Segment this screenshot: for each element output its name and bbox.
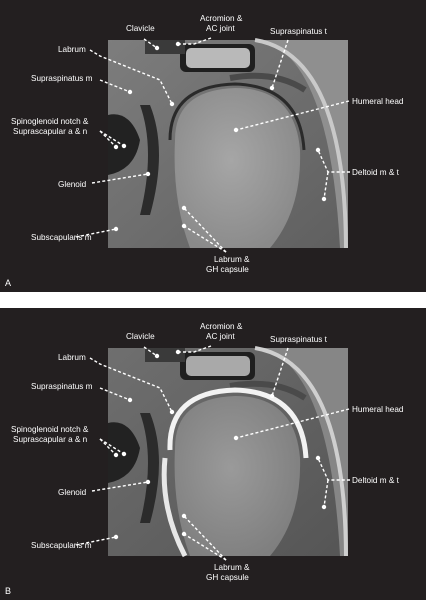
label-deltoid: Deltoid m & t bbox=[352, 168, 400, 177]
panel-letter-a: A bbox=[5, 278, 11, 288]
label-labrum-gh-line1: Labrum & bbox=[214, 563, 250, 572]
label-deltoid: Deltoid m & t bbox=[352, 476, 400, 485]
label-acromion-line2: AC joint bbox=[206, 332, 235, 341]
label-glenoid: Glenoid bbox=[58, 488, 87, 497]
humeral-head-shape bbox=[174, 396, 301, 556]
glenoid-shape bbox=[140, 413, 159, 523]
contrast-capsule bbox=[167, 387, 309, 459]
humeral-head-shape bbox=[174, 88, 301, 248]
label-spinoglenoid-line2: Suprascapular a & n bbox=[13, 435, 88, 444]
label-supraspinatus-t: Supraspinatus t bbox=[270, 27, 328, 36]
label-humeral-head: Humeral head bbox=[352, 97, 404, 106]
label-labrum-gh-line2: GH capsule bbox=[206, 573, 249, 582]
clavicle-shape bbox=[145, 40, 185, 54]
mri-panel-b: Clavicle Acromion & AC joint Supraspinat… bbox=[0, 308, 426, 600]
label-labrum-gh-line2: GH capsule bbox=[206, 265, 249, 274]
label-labrum-gh-line1: Labrum & bbox=[214, 255, 250, 264]
subcutaneous-stripe bbox=[254, 346, 348, 557]
label-supraspinatus-t: Supraspinatus t bbox=[270, 335, 328, 344]
label-supraspinatus-m: Supraspinatus m bbox=[31, 382, 93, 391]
label-spinoglenoid-line1: Spinoglenoid notch & bbox=[11, 117, 89, 126]
mri-panel-a: Clavicle Acromion & AC joint Supraspinat… bbox=[0, 0, 426, 292]
tendon-shape bbox=[229, 380, 307, 401]
acromion-marrow bbox=[186, 356, 250, 376]
label-acromion-line2: AC joint bbox=[206, 24, 235, 33]
label-spinoglenoid-line2: Suprascapular a & n bbox=[13, 127, 88, 136]
label-glenoid: Glenoid bbox=[58, 180, 87, 189]
subcutaneous-stripe bbox=[254, 38, 348, 249]
label-subscapularis: Subscapularis m bbox=[31, 233, 92, 242]
mri-figure-b: Clavicle Acromion & AC joint Supraspinat… bbox=[5, 322, 404, 596]
label-spinoglenoid-line1: Spinoglenoid notch & bbox=[11, 425, 89, 434]
deltoid-region bbox=[262, 348, 348, 556]
deltoid-region bbox=[262, 40, 348, 248]
contrast-capsule-lower bbox=[161, 457, 188, 558]
glenoid-shape bbox=[140, 105, 159, 215]
label-subscapularis: Subscapularis m bbox=[31, 541, 92, 550]
leader-lines-a bbox=[75, 37, 350, 253]
label-labrum-top: Labrum bbox=[58, 45, 86, 54]
mri-figure-a: Clavicle Acromion & AC joint Supraspinat… bbox=[5, 14, 404, 288]
cortex-line bbox=[168, 82, 306, 151]
label-acromion-line1: Acromion & bbox=[200, 14, 243, 23]
tendon-shape bbox=[229, 72, 307, 93]
label-clavicle: Clavicle bbox=[126, 24, 155, 33]
leader-lines-b bbox=[75, 345, 350, 561]
label-labrum-top: Labrum bbox=[58, 353, 86, 362]
label-acromion-line1: Acromion & bbox=[200, 322, 243, 331]
panel-letter-b: B bbox=[5, 586, 11, 596]
label-clavicle: Clavicle bbox=[126, 332, 155, 341]
label-humeral-head: Humeral head bbox=[352, 405, 404, 414]
clavicle-shape bbox=[145, 348, 185, 362]
acromion-marrow bbox=[186, 48, 250, 68]
label-supraspinatus-m: Supraspinatus m bbox=[31, 74, 93, 83]
